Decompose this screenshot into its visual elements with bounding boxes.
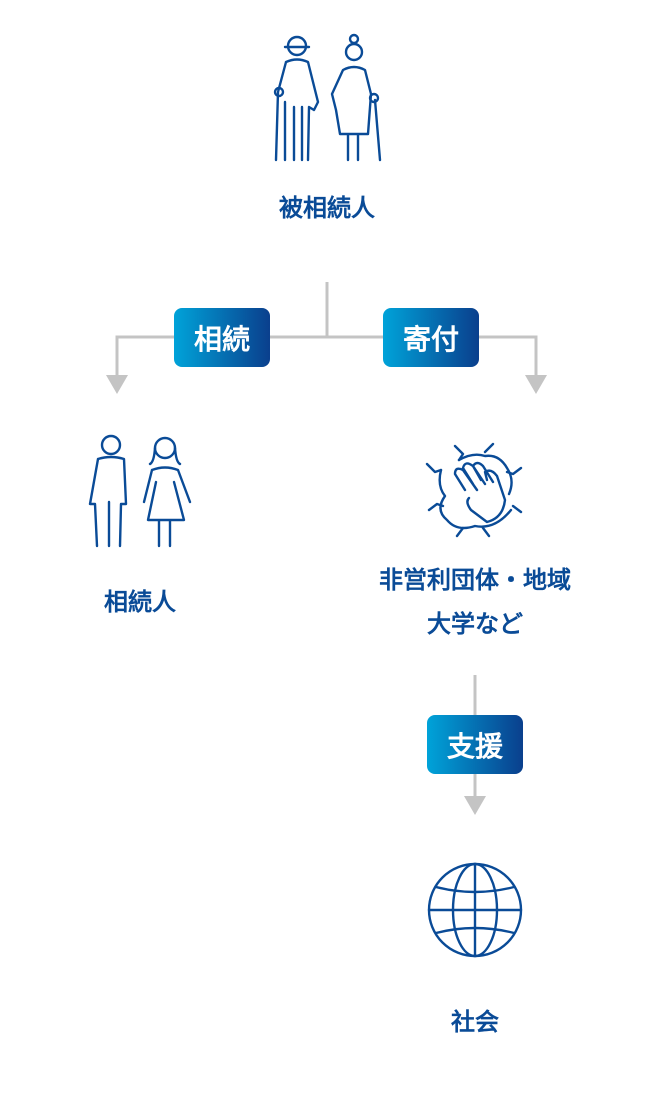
decedent-label: 被相続人	[279, 194, 375, 222]
arrow-down	[464, 796, 486, 815]
organizations-label-line1: 非営利団体・地域	[379, 566, 571, 594]
heir-couple-icon	[88, 434, 192, 548]
arrow-right	[525, 375, 547, 394]
elderly-couple-icon	[273, 33, 382, 162]
globe-icon	[427, 862, 523, 958]
heir-label: 相続人	[104, 588, 176, 616]
organizations-label-line2: 大学など	[427, 610, 523, 638]
joined-hands-icon	[425, 442, 523, 538]
support-badge: 支援	[427, 715, 523, 774]
inheritance-badge: 相続	[174, 308, 270, 367]
society-label: 社会	[451, 1008, 499, 1036]
arrow-left	[106, 375, 128, 394]
donation-badge: 寄付	[383, 308, 479, 367]
